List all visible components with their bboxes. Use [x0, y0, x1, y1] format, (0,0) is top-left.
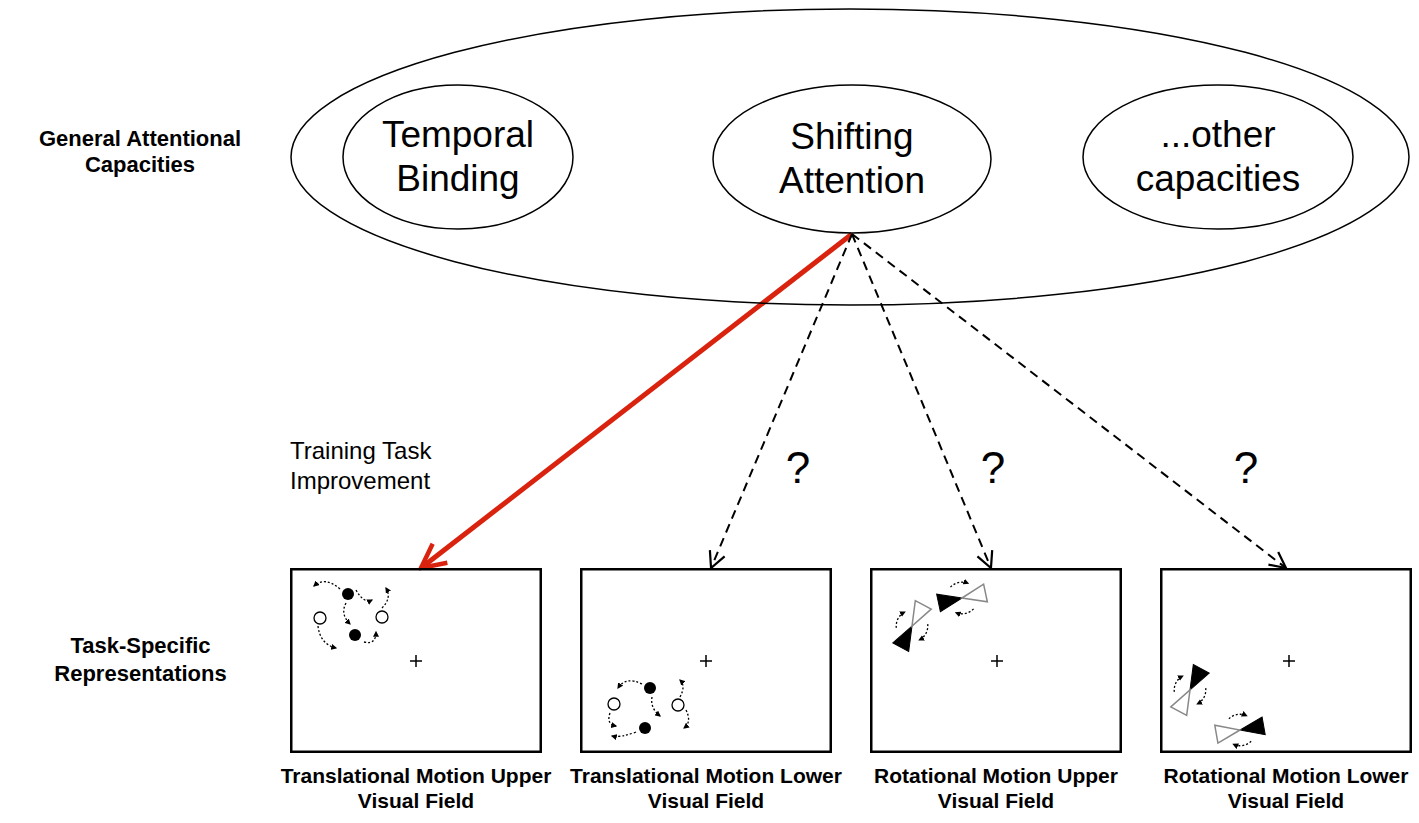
panel-caption: Rotational Motion Lower Visual Field [1136, 763, 1419, 813]
translational-stimulus-lower [608, 655, 712, 737]
ellipse-outline [1082, 84, 1354, 230]
panel-outline [580, 568, 832, 753]
capacity-ellipse: ...other capacities [1082, 84, 1354, 230]
question-mark: ? [975, 440, 1011, 495]
capacity-name: ...other capacities [1126, 113, 1311, 202]
group-heading: General Attentional Capacities [10, 126, 270, 179]
task-panel: Translational Motion Upper Visual Field [290, 568, 542, 753]
ellipse-outline [342, 84, 574, 230]
task-panel: Rotational Motion Lower Visual Field [1160, 568, 1412, 753]
panel-caption: Rotational Motion Upper Visual Field [846, 763, 1146, 813]
arrow-label: Training Task Improvement [290, 436, 490, 496]
panel-caption: Translational Motion Lower Visual Field [556, 763, 856, 813]
training-arrow [421, 234, 852, 568]
transfer-arrow [852, 234, 1286, 568]
rotational-stimulus-upper [887, 578, 1003, 667]
task-panel: Translational Motion Lower Visual Field [580, 568, 832, 753]
capacity-ellipse: Temporal Binding [342, 84, 574, 230]
rotational-stimulus-lower [1165, 655, 1295, 750]
panel-outline [870, 568, 1122, 753]
task-panel: Rotational Motion Upper Visual Field [870, 568, 1122, 753]
panel-outline [1160, 568, 1412, 753]
capacity-ellipse: Shifting Attention [712, 84, 992, 234]
capacity-name: Shifting Attention [757, 115, 947, 204]
question-mark: ? [780, 440, 816, 495]
ellipse-outline [712, 84, 992, 234]
panel-outline [290, 568, 542, 753]
translational-stimulus-upper [314, 582, 422, 667]
ellipse-outline [290, 8, 1410, 306]
capacity-group-ellipse: General Attentional CapacitiesTemporal B… [290, 8, 1410, 306]
transfer-arrow [711, 234, 852, 568]
question-mark: ? [1228, 440, 1264, 495]
row-heading: Task-Specific Representations [18, 632, 263, 687]
capacity-name: Temporal Binding [379, 113, 537, 202]
transfer-arrow [852, 234, 991, 568]
panel-caption: Translational Motion Upper Visual Field [266, 763, 566, 813]
